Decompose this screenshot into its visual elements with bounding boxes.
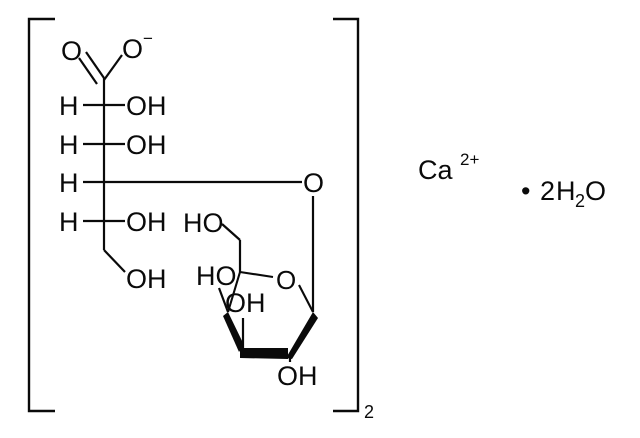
- bond-c4-c3-wedge: [223, 312, 244, 352]
- bond-c5-c4: [226, 271, 242, 313]
- anionic-charge-label: −: [143, 29, 153, 48]
- chain-h-3: H: [59, 168, 79, 198]
- carboxylate-single-bond: [103, 54, 123, 81]
- chain-h-4: H: [59, 207, 79, 237]
- bond-ringoxygen-anomeric: [298, 284, 314, 313]
- hydrate-subscript: 2: [575, 191, 585, 211]
- bracket-subscript: 2: [364, 402, 374, 422]
- hydrate-separator-dot: •: [521, 176, 530, 206]
- c4-hydroxyl-label: HO: [196, 261, 237, 291]
- carbonyl-double-bond-line-2: [78, 57, 98, 85]
- calcium-symbol: Ca: [418, 155, 453, 185]
- anionic-oxygen-label: O: [122, 34, 143, 64]
- hydrate-count: 2: [540, 176, 555, 206]
- anomeric-hydroxyl-label: OH: [277, 361, 318, 391]
- calcium-charge: 2+: [460, 150, 479, 169]
- terminal-hydroxyl-label: OH: [126, 264, 167, 294]
- bond-c3-c2-wedge: [240, 348, 288, 359]
- c3-hydroxyl-label: OH: [225, 288, 266, 318]
- left-bracket: [27, 17, 55, 413]
- chain-h-2: H: [59, 130, 79, 160]
- hydroxymethyl-oxygen-label: HO: [183, 208, 224, 238]
- glycosidic-oxygen-label: O: [303, 168, 324, 198]
- right-bracket: [333, 17, 360, 413]
- chain-oh-4: OH: [126, 207, 167, 237]
- bond-c6-ho: [221, 223, 241, 241]
- chain-oh-1: OH: [126, 91, 167, 121]
- hydrate-oxygen: O: [585, 176, 606, 206]
- ring-oxygen-label: O: [276, 265, 296, 295]
- bond-c2-c1-wedge: [286, 312, 318, 359]
- carbonyl-double-bond-line-1: [85, 51, 105, 79]
- bond-c6-terminal-oh: [103, 249, 126, 273]
- chain-h-1: H: [59, 91, 79, 121]
- bond-c5-ringoxygen: [239, 270, 274, 279]
- hydrate-hydrogen: H: [556, 176, 576, 206]
- bond-c4-oh: [217, 287, 230, 313]
- chain-oh-2: OH: [126, 130, 167, 160]
- carbonyl-oxygen-label: O: [61, 36, 82, 66]
